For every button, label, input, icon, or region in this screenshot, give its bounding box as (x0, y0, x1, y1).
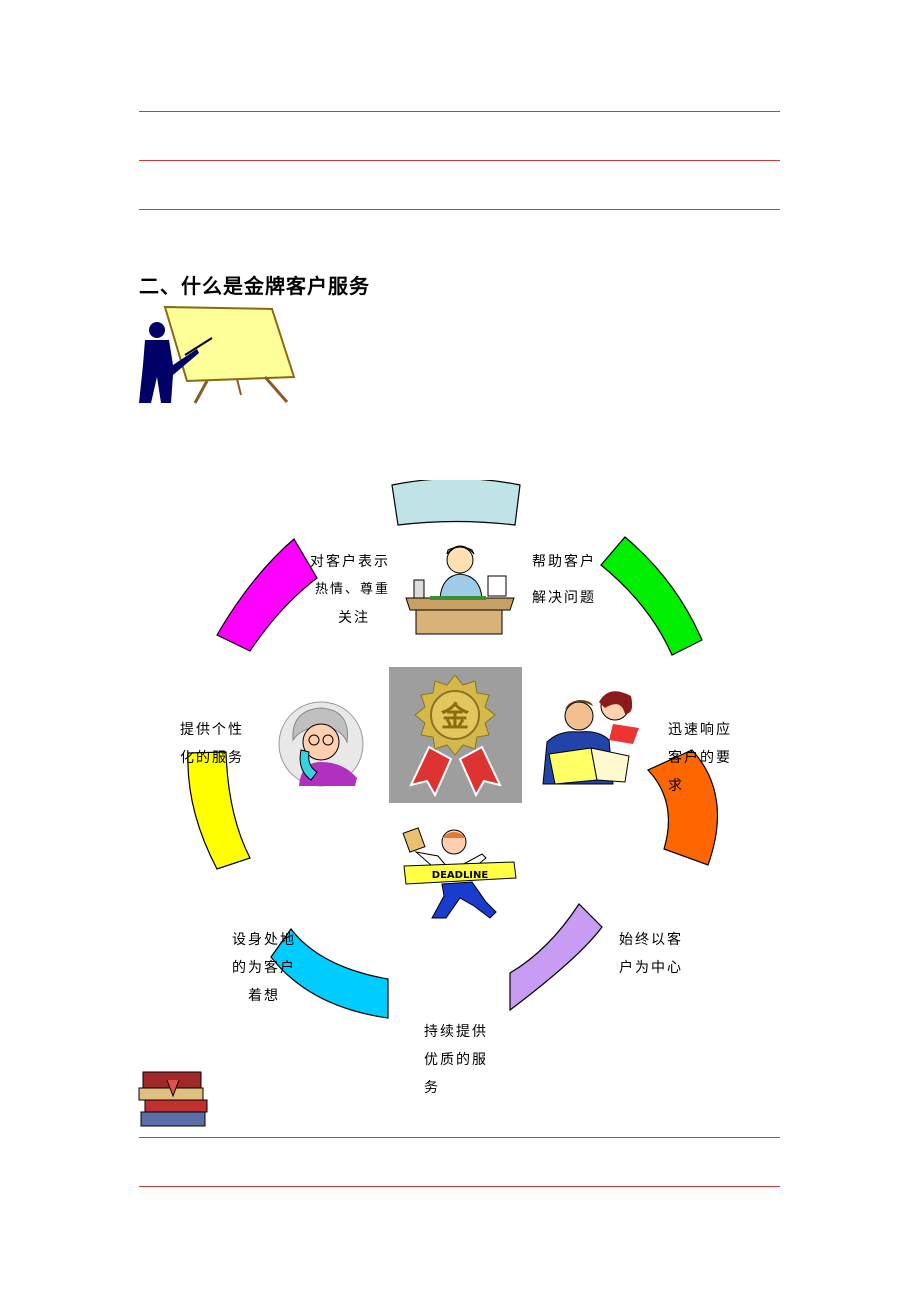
section-heading: 二、什么是金牌客户服务 (139, 274, 370, 298)
label-quick-response: 迅速响应客户的要求 (668, 722, 732, 794)
service-wheel (187, 480, 718, 1019)
divider-line (139, 160, 780, 161)
wheel-segment (391, 480, 521, 526)
wheel-segment (646, 749, 718, 866)
label-continuous-quality: 持续提供优质的服务 (424, 1024, 488, 1096)
deadline-runner-icon: DEADLINE (402, 827, 517, 919)
gold-medal-icon: 金 (389, 667, 522, 803)
elderly-woman-on-phone-icon (278, 701, 364, 787)
divider-line (139, 111, 780, 112)
label-warmth-respect: 对客户表示热情、尊重关注 (310, 554, 390, 626)
medal-character: 金 (440, 700, 470, 733)
label-empathy: 设身处地的为客户着想 (232, 932, 296, 1004)
wheel-segment (216, 538, 318, 652)
label-solve-problems: 帮助客户解决问题 (532, 554, 596, 606)
deadline-banner-text: DEADLINE (432, 870, 489, 881)
label-personalized-service: 提供个性化的服务 (180, 722, 244, 766)
divider-line (139, 209, 780, 210)
divider-line (139, 1137, 780, 1138)
wheel-segment (187, 751, 251, 870)
book-stack-icon (138, 1071, 208, 1127)
presenter-at-easel-icon (139, 305, 296, 404)
business-couple-reading-icon (542, 691, 639, 785)
wheel-segment (600, 536, 703, 656)
wheel-segment (509, 903, 603, 1012)
divider-line (139, 1186, 780, 1187)
wheel-segment (270, 927, 389, 1019)
office-worker-at-desk-icon (405, 545, 515, 635)
label-customer-centric: 始终以客户为中心 (619, 932, 683, 976)
